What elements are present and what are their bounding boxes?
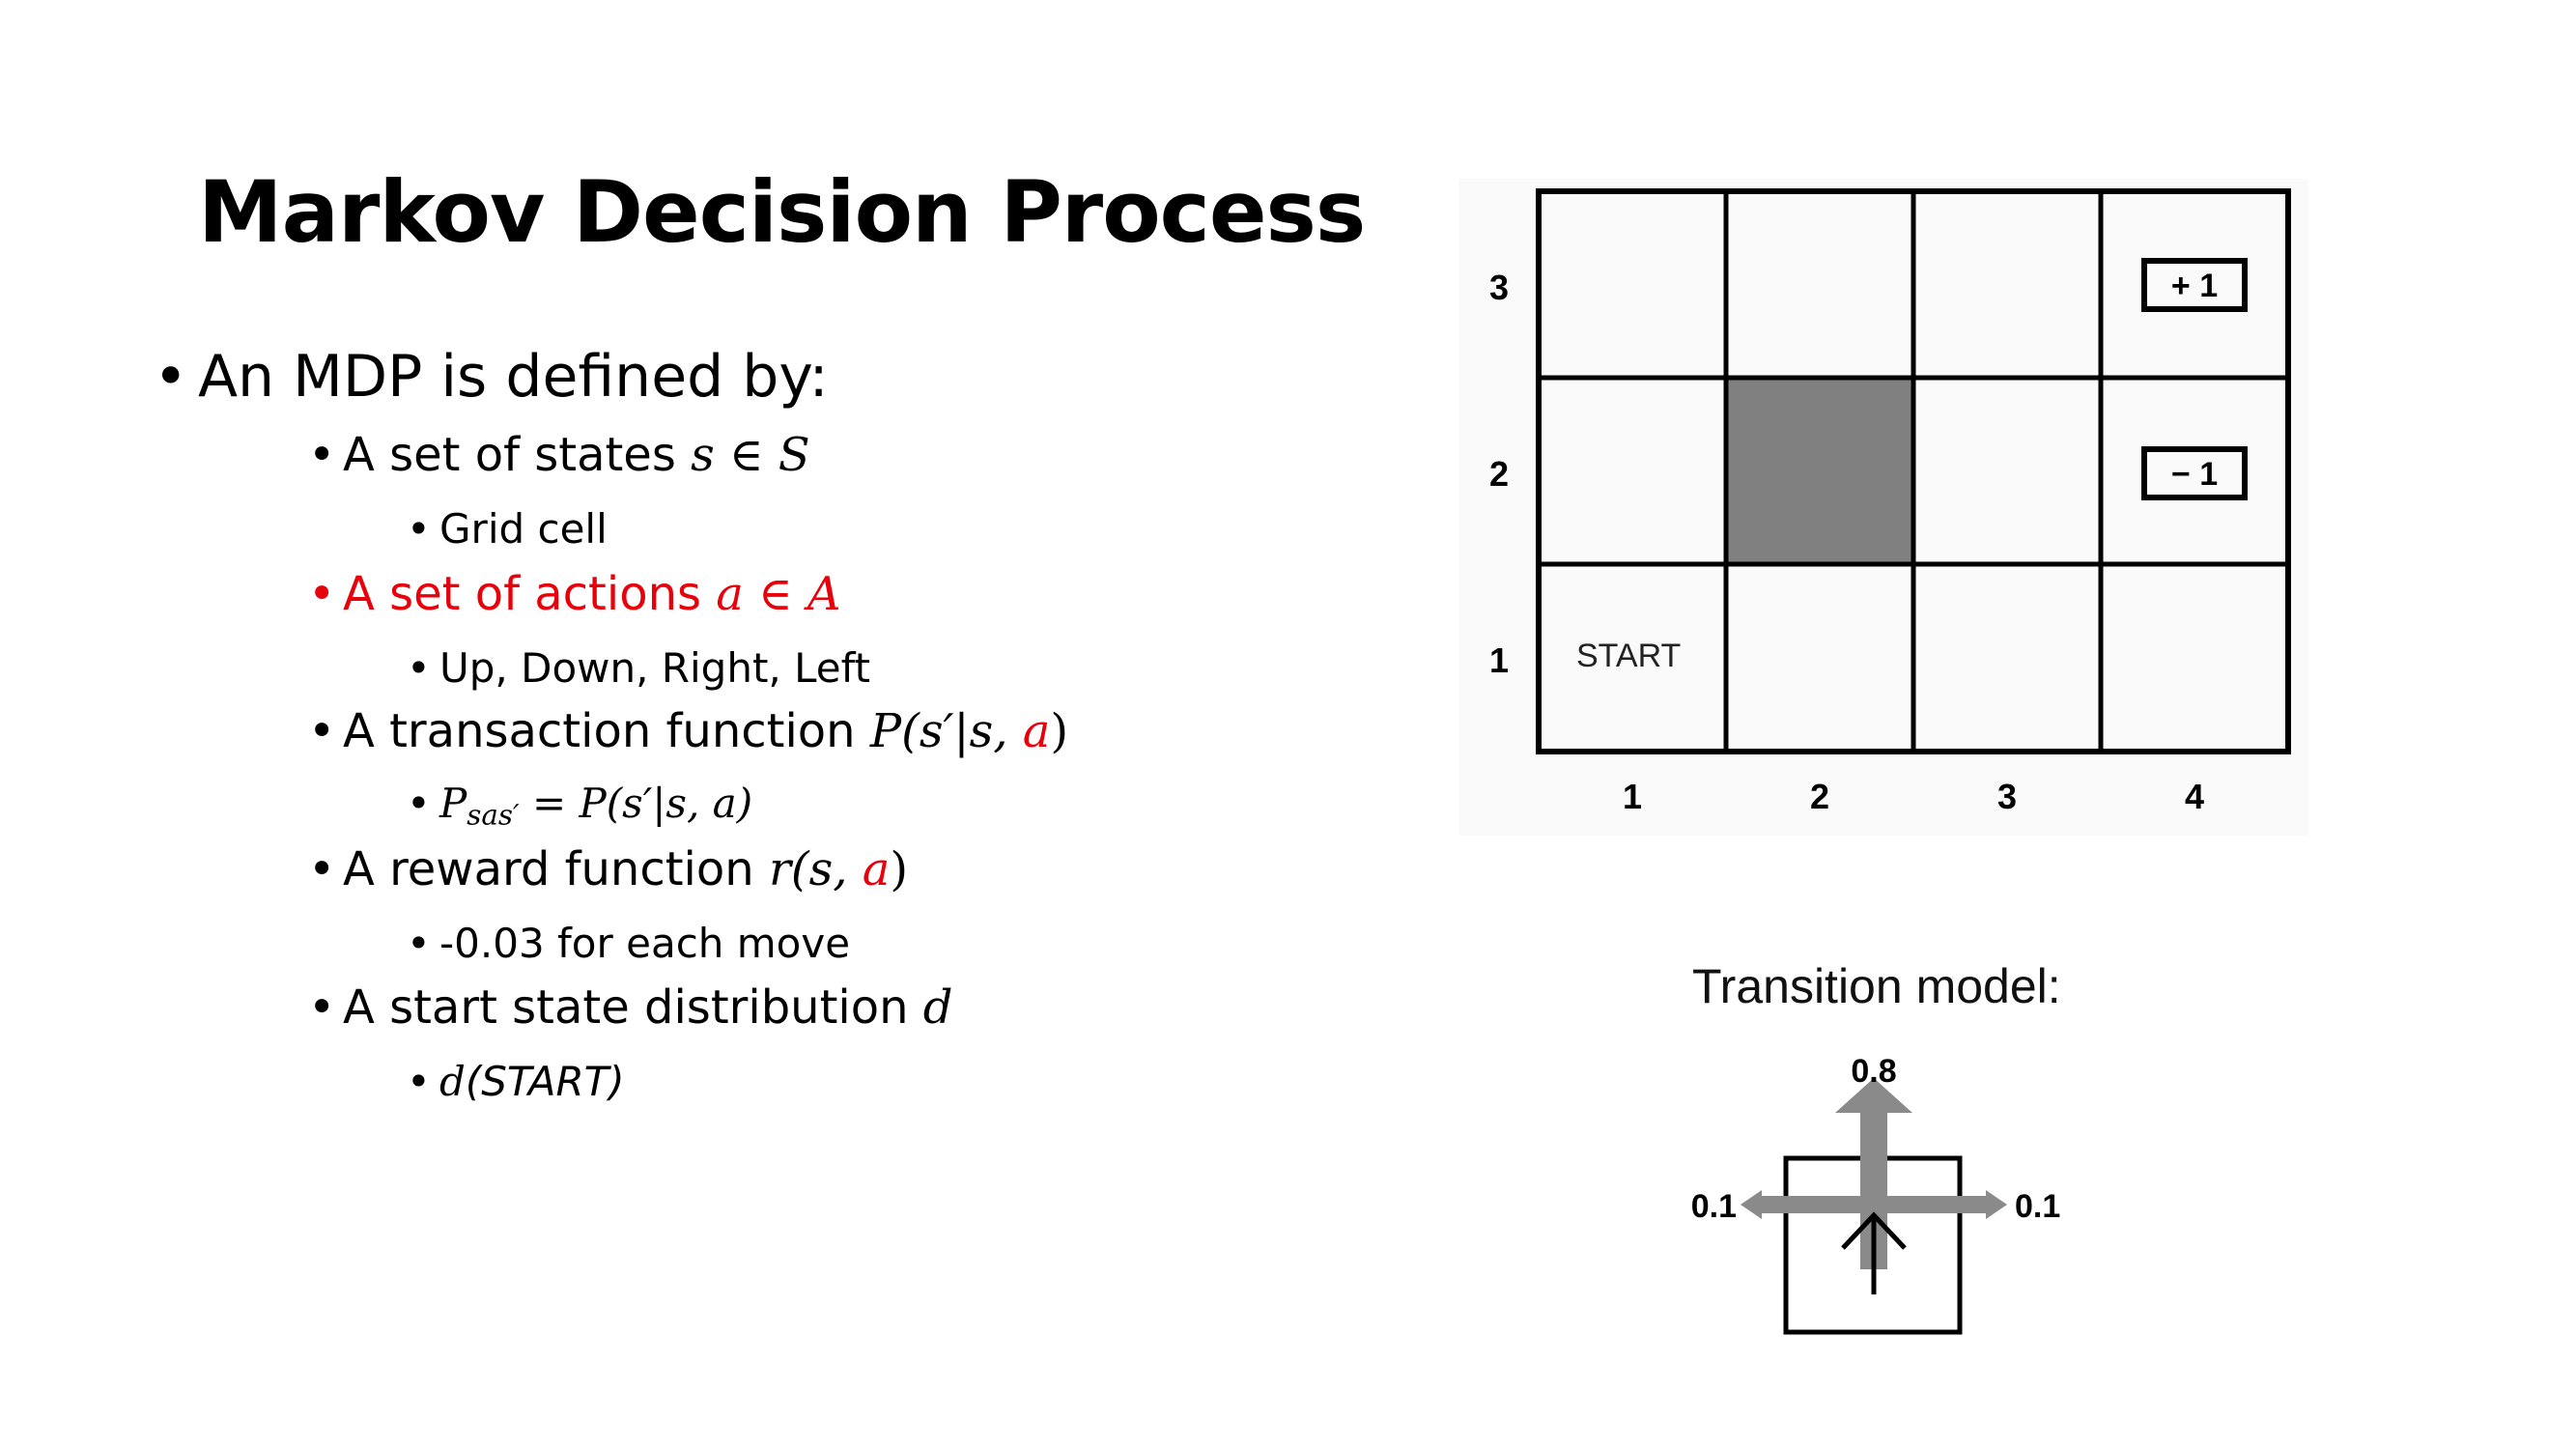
bullet-text: A reward function <box>343 842 769 896</box>
col-label-1: 1 <box>1623 777 1642 816</box>
col-label-3: 3 <box>1997 777 2017 816</box>
math-states: s ∈ S <box>691 428 810 482</box>
left-arrow-head-icon <box>1741 1190 1762 1219</box>
right-prob: 0.1 <box>2015 1188 2060 1225</box>
bullet-dot: • <box>407 920 431 967</box>
transition-model-label: Transition model: <box>1692 959 2061 1013</box>
bullet-text: A set of actions <box>343 567 717 621</box>
transition-model-figure: 0.8 0.1 0.1 <box>1690 1053 2077 1348</box>
bullet-text: A set of states <box>343 428 692 482</box>
bullet-text: A transaction function <box>343 704 870 758</box>
plus-reward-label: + 1 <box>2171 268 2218 304</box>
col-label-4: 4 <box>2185 777 2204 816</box>
side-arrow-shaft <box>1758 1196 1990 1213</box>
row-label-3: 3 <box>1489 268 1509 307</box>
bullet-mdp-intro: • An MDP is defined by: <box>154 343 829 411</box>
bullet-dot: • <box>154 343 188 411</box>
bullet-start: • A start state distribution d <box>308 980 953 1035</box>
bullet-actions-detail: • Up, Down, Right, Left <box>407 644 871 692</box>
bullet-text: Grid cell <box>439 505 608 553</box>
bullet-start-detail: • d(START) <box>407 1058 625 1105</box>
bullet-dot: • <box>407 505 431 553</box>
row-label-2: 2 <box>1489 454 1509 494</box>
bullet-dot: • <box>407 644 431 692</box>
obstacle-cell <box>1726 379 1913 564</box>
col-label-2: 2 <box>1810 777 1829 816</box>
bullet-transition: • A transaction function P(s′|s, a) <box>308 704 1069 758</box>
row-label-1: 1 <box>1489 640 1509 680</box>
action-arrow-head-icon <box>1841 1211 1907 1250</box>
math-close-paren: ) <box>1050 704 1069 758</box>
forward-arrow-head-icon <box>1835 1078 1912 1113</box>
grid-world-svg: 3 2 1 1 2 3 4 START + 1 − 1 <box>1489 188 2291 816</box>
math-actions: a ∈ A <box>716 567 841 621</box>
bullet-text: An MDP is defined by: <box>198 343 829 411</box>
bullet-transition-detail: • Psas′ = P(s′|s, a) <box>407 780 753 832</box>
left-prob: 0.1 <box>1691 1188 1737 1225</box>
minus-reward-label: − 1 <box>2171 456 2218 493</box>
bullet-dot: • <box>407 780 431 827</box>
bullet-dot: • <box>308 567 336 621</box>
math-action-symbol: a <box>862 842 891 896</box>
slide-title: Markov Decision Process <box>198 162 1366 262</box>
bullet-dot: • <box>407 1058 431 1105</box>
math-P: P <box>439 780 467 827</box>
plus-reward-box <box>2141 258 2248 312</box>
math-action-symbol: a <box>1022 704 1051 758</box>
bullet-actions: • A set of actions a ∈ A <box>308 567 841 621</box>
bullet-text: A start state distribution <box>343 980 923 1035</box>
math-reward: r(s, <box>768 842 863 896</box>
bullet-dot: • <box>308 704 336 758</box>
bullet-text: (START) <box>465 1058 625 1105</box>
bullet-states: • A set of states s ∈ S <box>308 428 810 482</box>
bullet-reward: • A reward function r(s, a) <box>308 842 909 896</box>
bullet-reward-detail: • -0.03 for each move <box>407 920 851 967</box>
grid-world-figure: 3 2 1 1 2 3 4 START + 1 − 1 <box>1458 179 2308 836</box>
bullet-text: Up, Down, Right, Left <box>439 644 871 692</box>
math-equation: = P(s′|s, a) <box>519 780 753 827</box>
bullet-dot: • <box>308 428 336 482</box>
math-start: d <box>922 980 953 1035</box>
right-arrow-head-icon <box>1986 1190 2007 1219</box>
bullet-states-detail: • Grid cell <box>407 505 608 553</box>
forward-prob: 0.8 <box>1851 1053 1896 1090</box>
bullet-dot: • <box>308 980 336 1035</box>
math-transition: P(s′|s, <box>869 704 1023 758</box>
math-close-paren: ) <box>890 842 909 896</box>
math-subscript: sas′ <box>467 798 520 832</box>
start-label: START <box>1576 638 1681 674</box>
transition-model-svg: 0.8 0.1 0.1 <box>1691 1053 2060 1335</box>
bullet-text: -0.03 for each move <box>439 920 851 967</box>
minus-reward-box <box>2141 446 2248 500</box>
math-d: d <box>439 1058 466 1105</box>
bullet-dot: • <box>308 842 336 896</box>
